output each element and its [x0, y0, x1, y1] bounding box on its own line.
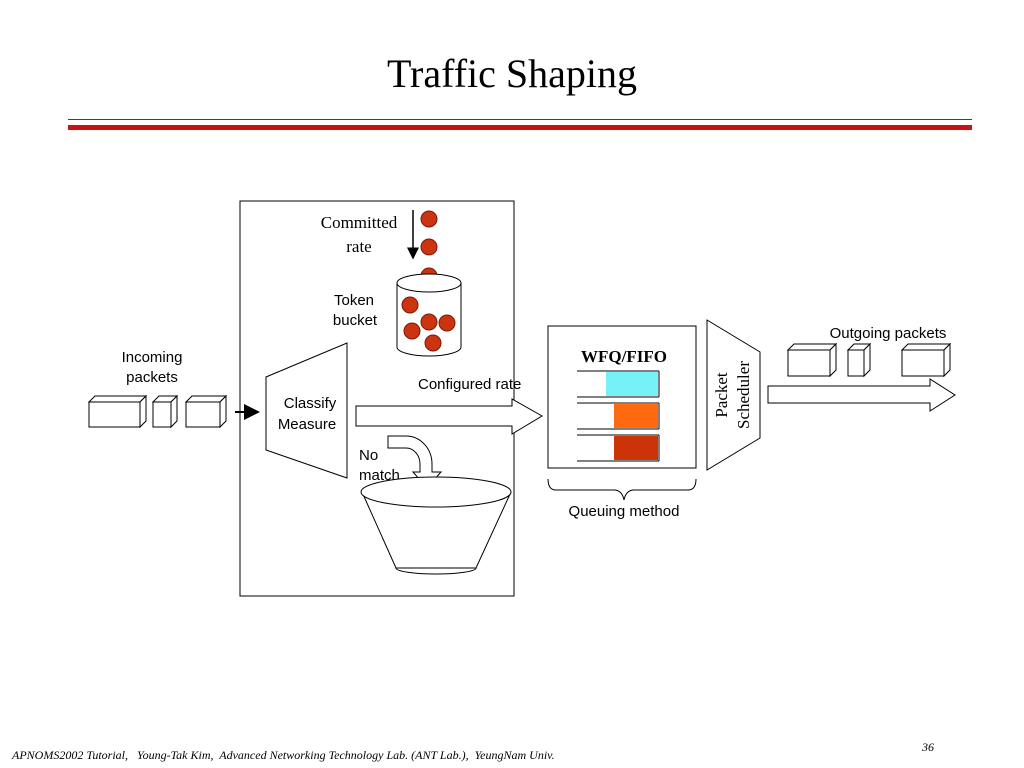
discard-bucket	[360, 476, 512, 575]
outgoing-packet	[786, 342, 838, 378]
token	[424, 334, 442, 352]
queue-packet	[614, 436, 658, 460]
outgoing-packets	[786, 342, 952, 378]
token	[420, 313, 438, 331]
queue-slot	[577, 402, 660, 430]
page-number: 36	[922, 740, 934, 754]
falling-tokens	[420, 210, 438, 285]
measure-label: Measure	[278, 416, 336, 433]
queue-slot	[577, 370, 660, 398]
shaper-box	[239, 200, 515, 597]
queuing-method-brace	[547, 478, 697, 501]
wfq-fifo-label: WFQ/FIFO	[581, 347, 667, 366]
title-rule-red	[68, 125, 972, 130]
incoming-packets-label: Incoming	[122, 349, 183, 366]
packet-scheduler-label: Scheduler	[734, 361, 753, 429]
incoming-packet	[151, 394, 179, 429]
queuing-method-label: Queuing method	[569, 503, 680, 520]
slide-footer: APNOMS2002 Tutorial, Young-Tak Kim, Adva…	[12, 748, 555, 762]
packet-scheduler-label: Packet	[712, 372, 731, 418]
incoming-packets-label: packets	[126, 369, 178, 386]
committed-rate-label: rate	[346, 237, 371, 256]
queue-slot	[577, 434, 660, 462]
classify-measure-block	[265, 342, 348, 479]
classify-label: Classify	[284, 395, 337, 412]
token	[420, 238, 438, 256]
configured-rate-arrow	[355, 398, 543, 435]
token-bucket-label: bucket	[333, 312, 378, 329]
incoming-packet	[87, 394, 148, 429]
committed-rate-label: Committed	[321, 213, 398, 232]
configured-rate-label: Configured rate	[418, 376, 521, 393]
packet-scheduler-block	[706, 319, 761, 471]
token-bucket	[396, 273, 462, 357]
token-bucket-label: Token	[334, 292, 374, 309]
queue-packet	[614, 404, 658, 428]
token	[420, 210, 438, 228]
incoming-packets	[87, 394, 228, 429]
outgoing-packet	[900, 342, 952, 378]
no-match-label: No	[359, 447, 378, 464]
token	[438, 314, 456, 332]
queue-packet	[606, 372, 658, 396]
token	[401, 296, 419, 314]
title-rule-blue	[68, 119, 972, 120]
queue-slots	[577, 370, 660, 462]
incoming-packet	[184, 394, 228, 429]
outgoing-packets-label: Outgoing packets	[830, 325, 947, 342]
token	[403, 322, 421, 340]
output-arrow	[767, 378, 956, 412]
slide-title: Traffic Shaping	[387, 51, 637, 96]
outgoing-packet	[846, 342, 872, 378]
